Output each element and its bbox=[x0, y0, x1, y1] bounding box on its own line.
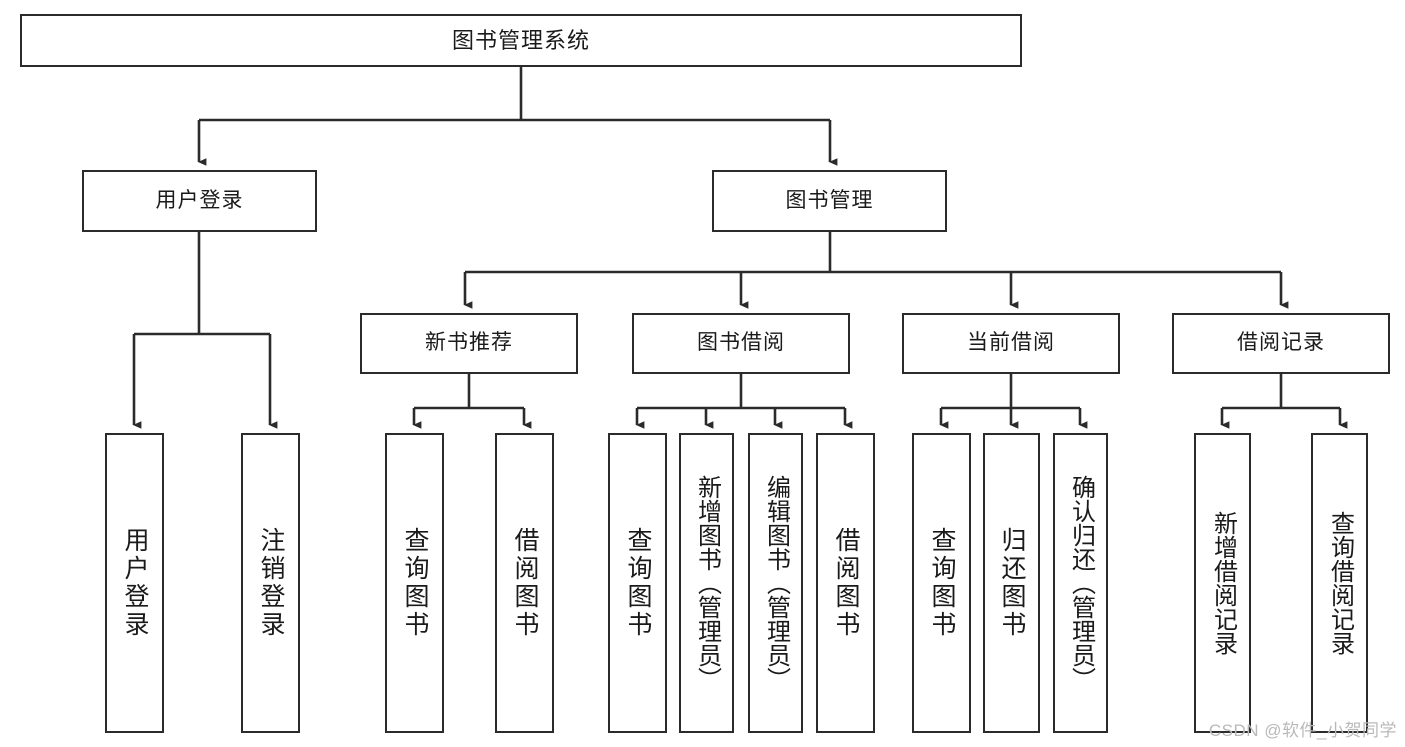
node-label: 用户登录 bbox=[121, 527, 149, 639]
node-label: 借阅图书 bbox=[832, 527, 860, 639]
node-label: 确认归还（管理员） bbox=[1067, 475, 1095, 691]
csdn-watermark: CSDN @软件_小贺同学 bbox=[1208, 721, 1397, 740]
node-leaf-borrow-book-2[interactable]: 借阅图书 bbox=[816, 433, 875, 733]
node-label: 新书推荐 bbox=[425, 331, 513, 355]
node-leaf-edit-book[interactable]: 编辑图书（管理员） bbox=[748, 433, 803, 733]
node-label: 借阅图书 bbox=[511, 527, 539, 639]
node-leaf-query-book-1[interactable]: 查询图书 bbox=[385, 433, 444, 733]
node-label: 归还图书 bbox=[998, 527, 1026, 639]
node-book-borrow[interactable]: 图书借阅 bbox=[632, 313, 850, 374]
node-label: 查询图书 bbox=[401, 527, 429, 639]
node-leaf-query-book-2[interactable]: 查询图书 bbox=[608, 433, 667, 733]
node-leaf-add-book[interactable]: 新增图书（管理员） bbox=[679, 433, 734, 733]
node-root-system[interactable]: 图书管理系统 bbox=[20, 14, 1022, 67]
node-new-book-recommend[interactable]: 新书推荐 bbox=[360, 313, 578, 374]
node-label: 用户登录 bbox=[155, 188, 244, 212]
node-user-login[interactable]: 用户登录 bbox=[82, 170, 317, 232]
node-leaf-add-record[interactable]: 新增借阅记录 bbox=[1194, 433, 1251, 733]
node-leaf-confirm-return[interactable]: 确认归还（管理员） bbox=[1053, 433, 1108, 733]
node-borrow-record[interactable]: 借阅记录 bbox=[1172, 313, 1390, 374]
node-label: 注销登录 bbox=[257, 527, 285, 639]
node-label: 当前借阅 bbox=[967, 331, 1055, 355]
node-label: 查询图书 bbox=[928, 527, 956, 639]
node-leaf-logout[interactable]: 注销登录 bbox=[241, 433, 300, 733]
node-label: 编辑图书（管理员） bbox=[762, 475, 790, 691]
node-label: 图书管理系统 bbox=[451, 27, 590, 53]
node-leaf-user-login[interactable]: 用户登录 bbox=[105, 433, 164, 733]
node-label: 查询借阅记录 bbox=[1326, 511, 1354, 655]
node-leaf-borrow-book-1[interactable]: 借阅图书 bbox=[495, 433, 554, 733]
node-label: 查询图书 bbox=[624, 527, 652, 639]
node-label: 新增图书（管理员） bbox=[693, 475, 721, 691]
node-book-manage[interactable]: 图书管理 bbox=[712, 170, 947, 232]
node-current-borrow[interactable]: 当前借阅 bbox=[902, 313, 1120, 374]
node-label: 借阅记录 bbox=[1237, 331, 1325, 355]
node-label: 新增借阅记录 bbox=[1209, 511, 1237, 655]
node-leaf-query-record[interactable]: 查询借阅记录 bbox=[1311, 433, 1368, 733]
node-label: 图书借阅 bbox=[697, 331, 785, 355]
node-label: 图书管理 bbox=[785, 188, 874, 212]
node-leaf-return-book[interactable]: 归还图书 bbox=[983, 433, 1040, 733]
node-leaf-query-book-3[interactable]: 查询图书 bbox=[912, 433, 971, 733]
